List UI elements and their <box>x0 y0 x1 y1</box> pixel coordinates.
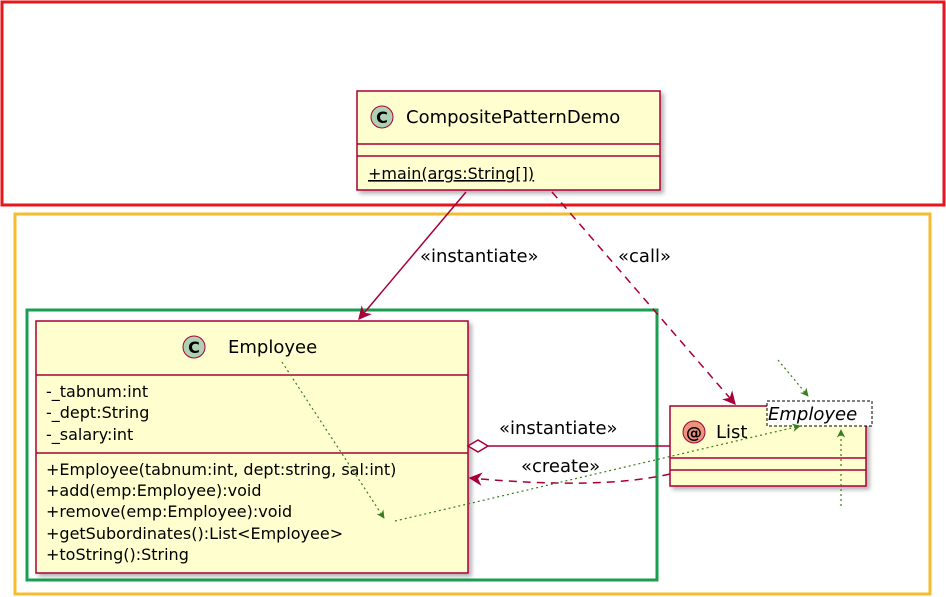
class-composite-pattern-demo[interactable]: C CompositePatternDemo +main(args:String… <box>356 90 661 191</box>
class-list[interactable]: @ List Employee <box>669 400 873 487</box>
class-box <box>356 90 661 191</box>
relation-label-instantiate-list: «instantiate» <box>499 418 618 439</box>
class-stereotype-glyph: C <box>188 338 200 357</box>
field-tabnum: -_tabnum:int <box>46 382 148 402</box>
note-link-employee-to-method <box>281 361 385 519</box>
field-salary: -_salary:int <box>46 425 133 445</box>
frame-orange <box>13 212 932 596</box>
relation-demo-call-list <box>551 191 736 406</box>
frame-green <box>25 308 659 582</box>
relation-demo-instantiate-employee <box>358 191 467 321</box>
class-employee[interactable]: C Employee -_tabnum:int -_dept:String -_… <box>35 320 469 574</box>
note-link-top <box>777 359 809 397</box>
method-constructor: +Employee(tabnum:int, dept:string, sal:i… <box>46 460 396 479</box>
type-parameter: Employee <box>768 404 857 425</box>
field-dept: -_dept:String <box>46 403 149 423</box>
class-stereotype-circle <box>370 105 394 129</box>
class-name: Employee <box>228 337 317 358</box>
annotation-stereotype-circle <box>682 420 706 444</box>
method-add: +add(emp:Employee):void <box>46 481 261 500</box>
relation-list-create-employee <box>468 472 671 486</box>
frame-red <box>0 0 946 207</box>
annotation-stereotype-glyph: @ <box>686 423 702 442</box>
relation-label-create: «create» <box>521 456 600 477</box>
method-remove: +remove(emp:Employee):void <box>46 502 292 521</box>
method-get-subordinates: +getSubordinates():List<Employee> <box>46 524 343 543</box>
aggregation-diamond <box>466 439 490 453</box>
note-link-method-to-type-param <box>394 423 801 522</box>
relation-label-call: «call» <box>618 246 671 267</box>
class-box <box>35 320 469 574</box>
class-name: CompositePatternDemo <box>406 107 620 128</box>
method-to-string: +toString():String <box>46 545 189 564</box>
type-parameter-box <box>766 400 873 427</box>
class-stereotype-circle <box>182 335 206 359</box>
relation-label-instantiate: «instantiate» <box>420 246 539 267</box>
class-name: List <box>716 422 747 443</box>
class-stereotype-glyph: C <box>376 108 388 127</box>
method-main: +main(args:String[]) <box>368 164 534 183</box>
